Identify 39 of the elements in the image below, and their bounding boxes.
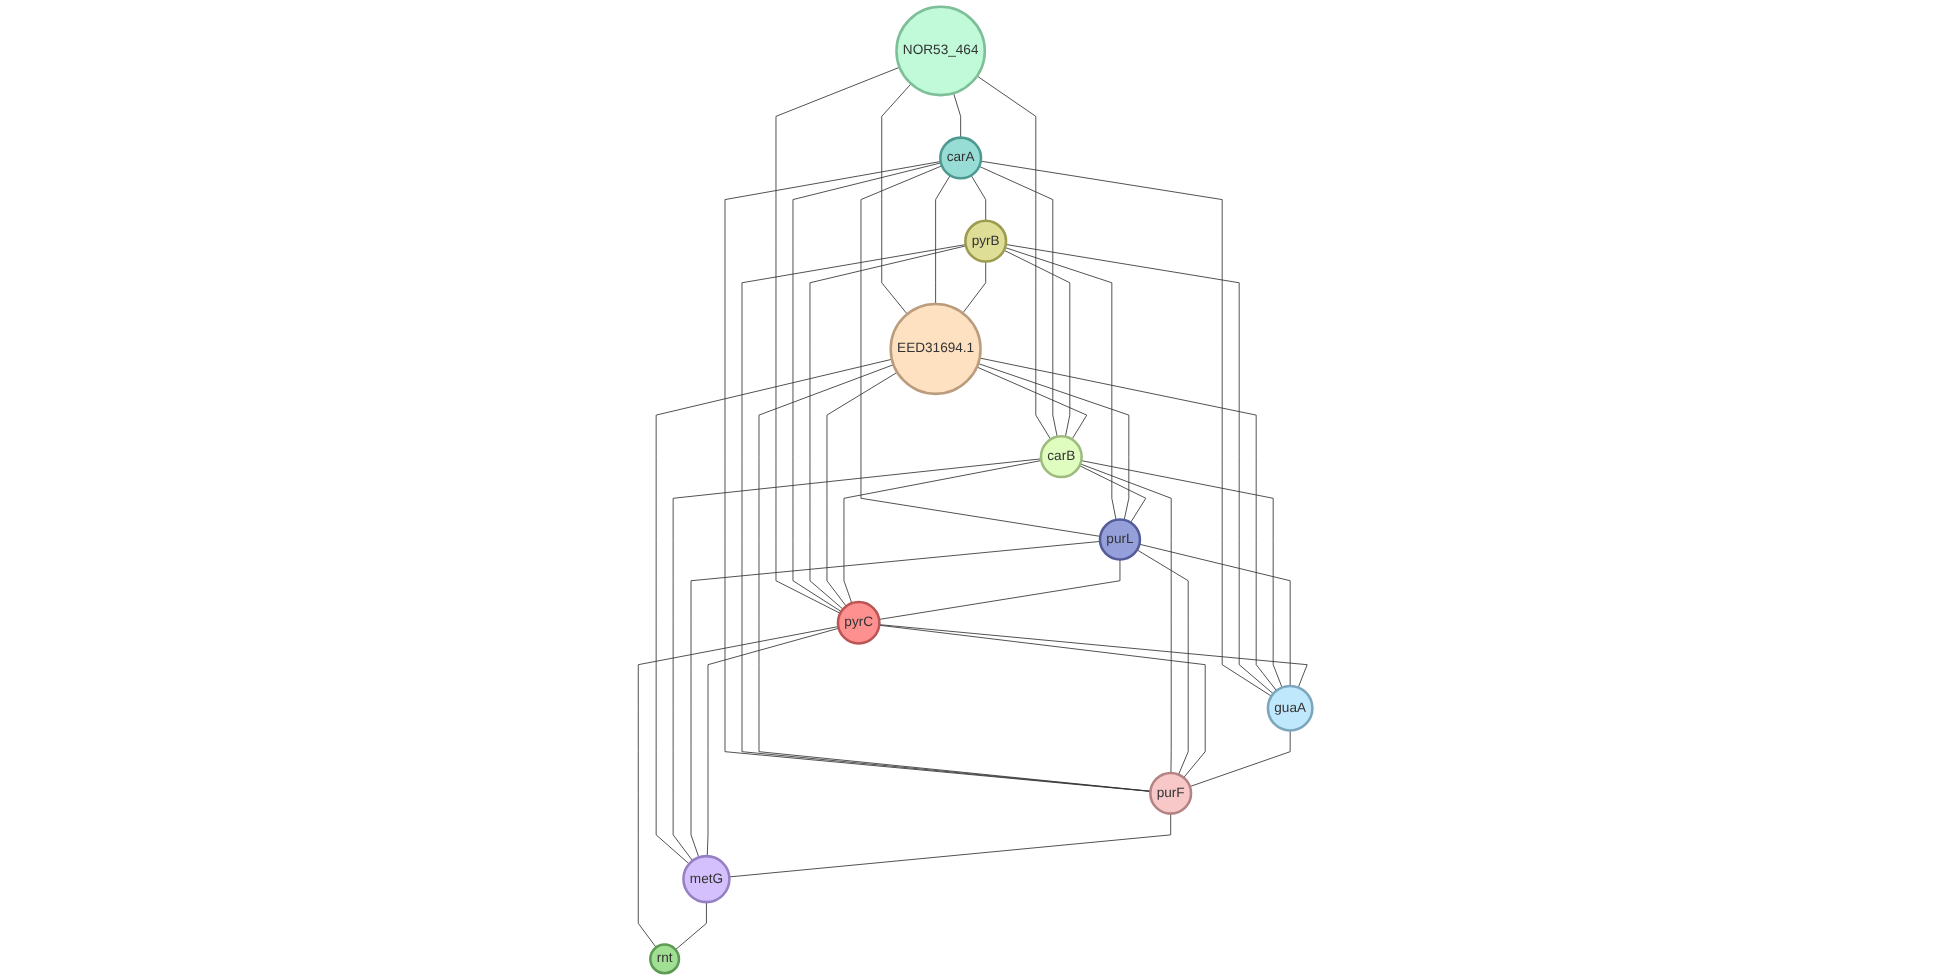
connector <box>879 559 1122 620</box>
connector <box>953 92 962 139</box>
connector <box>844 460 1043 604</box>
connector <box>673 458 1043 862</box>
connector <box>1190 730 1292 787</box>
connector <box>725 161 1152 792</box>
connector <box>1004 249 1071 438</box>
connector <box>979 357 1278 692</box>
connector <box>1139 543 1292 687</box>
connector <box>675 901 708 951</box>
connector <box>729 813 1172 878</box>
connector <box>827 371 899 607</box>
connector <box>776 66 901 614</box>
connector <box>879 624 1207 779</box>
connector <box>656 358 893 865</box>
connector <box>1005 247 1118 521</box>
connector <box>1080 463 1173 774</box>
connector <box>981 160 1273 697</box>
connector <box>1137 549 1190 775</box>
connector <box>1079 465 1147 523</box>
connector <box>638 626 840 948</box>
connector <box>977 75 1052 440</box>
connector <box>1006 244 1275 695</box>
connector <box>978 363 1130 521</box>
connector <box>742 244 1152 792</box>
connector <box>759 364 1152 792</box>
connector <box>971 175 987 222</box>
connector <box>962 261 987 314</box>
connector <box>879 624 1309 688</box>
connector <box>691 541 1102 858</box>
connector <box>881 83 913 315</box>
connector <box>977 366 1088 440</box>
connector <box>935 175 952 305</box>
connector <box>861 165 1102 537</box>
connector <box>707 627 840 857</box>
connector <box>793 162 942 612</box>
connector <box>1081 460 1284 688</box>
connector <box>979 165 1059 438</box>
connector <box>810 245 967 610</box>
